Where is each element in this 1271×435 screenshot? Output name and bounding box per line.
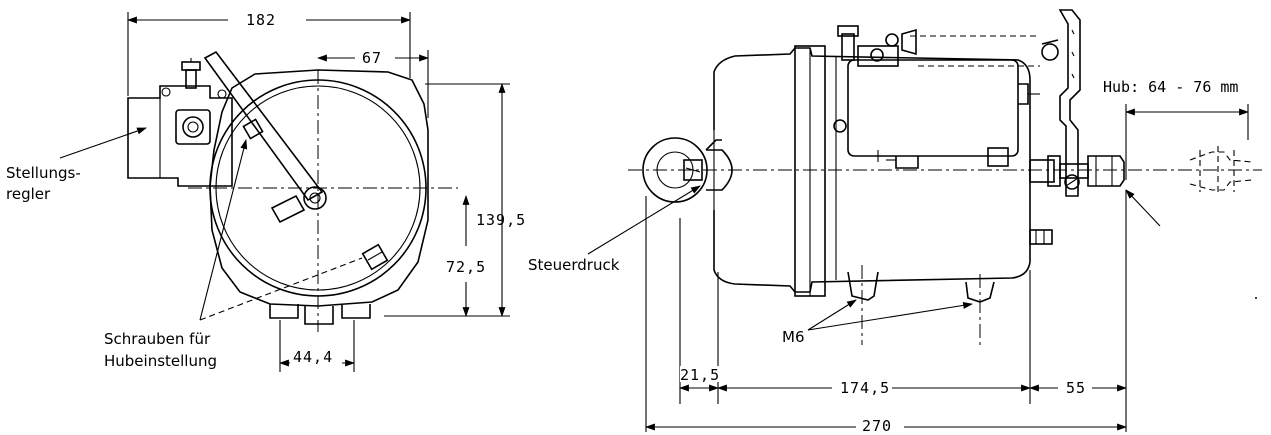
svg-text:67: 67: [362, 49, 382, 67]
label-screws-1: Schrauben für: [104, 330, 211, 348]
dim-overall-length: 270: [645, 417, 1127, 435]
label-screws-2: Hubeinstellung: [104, 352, 217, 370]
diaphragm-housing: [713, 45, 1031, 297]
label-positioner-1: Stellungs-: [6, 164, 81, 182]
svg-text:55: 55: [1066, 379, 1086, 397]
dim-base-width: 44,4: [279, 320, 355, 372]
dim-body-length: 174,5: [717, 379, 1031, 397]
svg-text:21,5: 21,5: [680, 366, 720, 384]
dim-height-lower: 72,5: [446, 195, 486, 317]
svg-text:270: 270: [862, 417, 892, 435]
label-stroke: Hub: 64 - 76 mm: [1103, 78, 1238, 96]
dim-stroke: Hub: 64 - 76 mm: [1103, 78, 1249, 180]
dim-overall-width: 182: [127, 11, 411, 96]
label-control-pressure: Steuerdruck: [528, 256, 620, 274]
feedback-bracket: [1041, 9, 1081, 197]
piston-rod: [1029, 155, 1125, 190]
side-positioner: [833, 25, 1040, 169]
lever-arm: [203, 50, 327, 224]
phantom-rod-end: [1189, 146, 1253, 196]
dim-height-upper: 139,5: [384, 83, 526, 317]
fitting: [1029, 229, 1053, 245]
mounting-feet: [847, 265, 995, 345]
dim-left-offset: 21,5: [679, 366, 720, 392]
svg-text:139,5: 139,5: [476, 211, 526, 229]
side-view: Hub: 64 - 76 mm Steuerdruck M6 21,5 174,…: [528, 9, 1262, 435]
bottom-ports: [269, 304, 371, 325]
svg-text:174,5: 174,5: [840, 379, 890, 397]
adjust-screw: [361, 243, 389, 271]
svg-text:44,4: 44,4: [293, 348, 333, 366]
label-thread: M6: [782, 328, 805, 346]
dim-offset-right: 67: [317, 49, 429, 118]
svg-text:72,5: 72,5: [446, 258, 486, 276]
front-view: 182 67 139,5 72,5 44,4: [6, 11, 526, 372]
svg-text:182: 182: [246, 11, 276, 29]
dim-rod-length: 55: [1029, 379, 1127, 397]
label-positioner-2: regler: [6, 185, 51, 203]
positioner-box: [127, 58, 233, 187]
